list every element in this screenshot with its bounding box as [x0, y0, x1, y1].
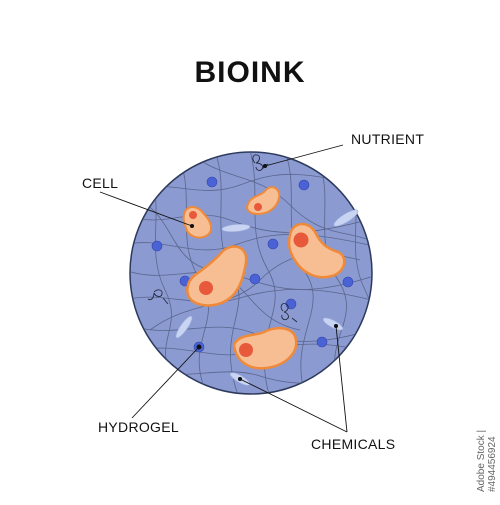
cell-bottom [232, 326, 298, 370]
nutrient-label: NUTRIENT [351, 131, 425, 147]
cell-nucleus [239, 343, 253, 357]
hydrogel-leader-dot [196, 344, 202, 350]
chemical-particle [322, 317, 344, 331]
crosslink-node [298, 179, 310, 191]
chemical-particle [221, 224, 251, 232]
cell-leader-dot [189, 223, 195, 229]
cell-label: CELL [82, 175, 119, 191]
stock-watermark: Adobe Stock | #494456924 [476, 429, 498, 492]
cell-right [287, 222, 346, 279]
crosslink-node [285, 298, 297, 310]
chemicals-label: CHEMICALS [311, 436, 396, 452]
cell-nucleus [293, 232, 309, 248]
nutrient-molecule [280, 303, 298, 323]
cell-nucleus [254, 203, 262, 211]
cell-leader-line [99, 191, 193, 227]
cell-center [186, 245, 248, 307]
chemicals-leader-line-1 [239, 378, 348, 433]
crosslink-node [316, 336, 328, 348]
nutrient-leader-dot [262, 163, 268, 169]
nutrient-leader-line [264, 144, 344, 167]
cell-nucleus [199, 281, 213, 295]
crosslink-node [206, 176, 218, 188]
chemical-particle [175, 315, 193, 339]
chemicals-leader-dot [333, 323, 339, 329]
crosslink-node [151, 240, 163, 252]
cell-small-top [246, 186, 281, 216]
chemical-particle [333, 209, 359, 227]
cell-nucleus [189, 211, 197, 219]
crosslink-nodes [151, 176, 354, 353]
crosslink-node [342, 276, 354, 288]
hydrogel-label: HYDROGEL [98, 419, 179, 435]
chemicals-leader-line-2 [335, 325, 348, 433]
leader-lines [99, 144, 348, 433]
chemicals-leader-dot [237, 376, 243, 382]
nutrient-molecule [147, 289, 169, 305]
cells [182, 186, 346, 370]
crosslink-node [267, 238, 279, 250]
crosslink-node [249, 273, 261, 285]
diagram-title: BIOINK [194, 56, 306, 89]
hydrogel-leader-line [131, 346, 200, 419]
